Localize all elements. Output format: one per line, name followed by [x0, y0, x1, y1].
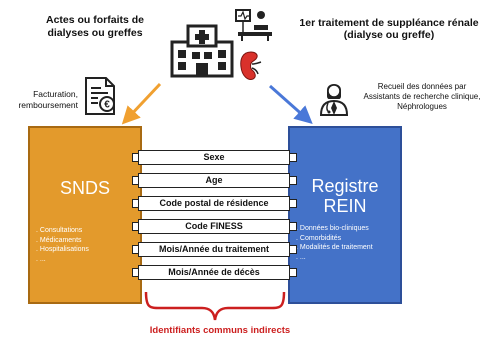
rein-item: Comorbidités	[296, 234, 373, 244]
data-collection-caption-line3: Néphrologues	[397, 102, 447, 111]
snds-item: Consultations	[36, 226, 89, 236]
billing-caption: Facturation, remboursement	[8, 89, 78, 111]
common-identifiers-brace	[144, 291, 286, 321]
medical-procedure-icon	[235, 9, 272, 41]
rein-item: ...	[296, 253, 373, 263]
connector-right	[289, 153, 297, 162]
data-collection-caption: Recueil des données par Assistants de re…	[352, 82, 491, 112]
procedures-caption: Actes ou forfaits de dialyses ou greffes	[20, 14, 170, 40]
snds-item: Hospitalisations	[36, 245, 89, 255]
snds-title: SNDS	[59, 178, 110, 198]
first-treatment-caption: 1er traitement de suppléance rénale (dia…	[284, 17, 491, 41]
common-identifiers-label: Identifiants communs indirects	[149, 325, 291, 336]
identifier-row-age: Age	[138, 173, 290, 188]
hospital-icon	[170, 24, 234, 78]
connector-right	[289, 199, 297, 208]
connector-right	[289, 268, 297, 277]
connector-right	[289, 245, 297, 254]
first-treatment-caption-line2: (dialyse ou greffe)	[343, 29, 435, 41]
snds-item: Médicaments	[36, 236, 89, 246]
first-treatment-caption-line1: 1er traitement de suppléance rénale	[299, 17, 479, 29]
identifier-row-finess-code: Code FINESS	[138, 219, 290, 234]
rein-item: Données bio-cliniques	[296, 224, 373, 234]
connector-right	[289, 222, 297, 231]
rein-title-line2: REIN	[323, 196, 367, 216]
doctor-icon	[319, 84, 349, 116]
invoice-euro-icon: €	[85, 77, 115, 115]
rein-panel: Registre REIN Données bio-cliniques Como…	[288, 126, 402, 304]
identifier-row-treatment-date: Mois/Année du traitement	[138, 242, 290, 257]
rein-title-line1: Registre	[311, 176, 379, 196]
identifier-row-postal-code: Code postal de résidence	[138, 196, 290, 211]
snds-panel: SNDS Consultations Médicaments Hospitali…	[28, 126, 142, 304]
arrow-to-rein	[269, 84, 313, 124]
rein-item-list: Données bio-cliniques Comorbidités Modal…	[296, 224, 373, 262]
kidney-icon	[240, 51, 262, 80]
data-collection-caption-line2: Assistants de recherche clinique,	[363, 92, 481, 101]
arrow-to-snds	[121, 82, 162, 125]
billing-caption-line1: Facturation,	[33, 89, 78, 99]
svg-text:€: €	[104, 100, 110, 111]
rein-item: Modalités de traitement	[296, 243, 373, 253]
data-collection-caption-line1: Recueil des données par	[377, 82, 467, 91]
billing-caption-line2: remboursement	[18, 100, 78, 110]
snds-item-list: Consultations Médicaments Hospitalisatio…	[36, 226, 89, 264]
identifier-row-sex: Sexe	[138, 150, 290, 165]
connector-right	[289, 176, 297, 185]
snds-item: ...	[36, 255, 89, 265]
procedures-caption-line1: Actes ou forfaits de	[45, 14, 145, 26]
identifier-row-death-date: Mois/Année de décès	[138, 265, 290, 280]
procedures-caption-line2: dialyses ou greffes	[47, 27, 143, 39]
